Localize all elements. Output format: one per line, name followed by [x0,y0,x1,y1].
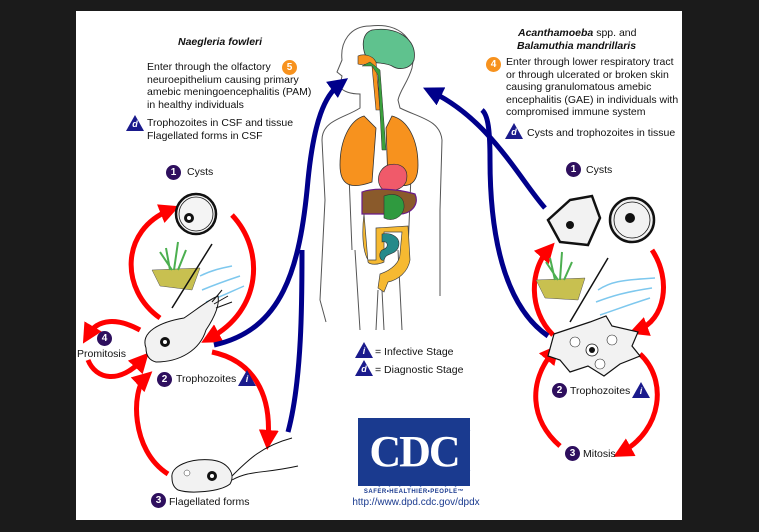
red-arrow-troph-to-cyst [128,204,180,321]
entry-step-number: 4 [486,57,501,72]
cdc-tagline: SAFER•HEALTHIER•PEOPLE™ [363,489,465,495]
acanthamoeba-title: Acanthamoeba spp. and [518,27,636,40]
red-arrow-cyst-to-troph [628,248,666,336]
soil-and-water-icon [151,241,245,309]
entry-line: Enter through the olfactory [147,61,271,73]
badge-letter: i [245,374,249,384]
naegleria-diagnostic-text: Trophozoites in CSF and tissue Flagellat… [147,117,293,142]
entry-line: in healthy individuals [147,98,244,111]
naegleria-entry-text: Enter through the olfactory neuroepithel… [147,61,311,111]
stomach-icon [383,194,405,220]
badge-letter: d [132,119,138,129]
acanthamoeba-trophozoite-icon [547,315,641,377]
naegleria-cyst-icon [174,192,218,236]
cdc-logo: CDC [358,418,470,486]
infective-stage-icon: i [238,370,256,386]
balamuthia-cyst-icon [608,196,656,244]
stage-label-trophozoites: Trophozoites [176,373,237,385]
cdc-logo-text: CDC [369,427,460,476]
red-arrow-promitosis-to-troph [85,352,149,379]
stage-label-promitosis: Promitosis [77,348,127,360]
entry-line: neuroepithelium causing primary [147,73,299,86]
diagnostic-stage-icon: d [126,115,144,131]
stage-number: 1 [166,165,181,180]
legend-diagnostic-label: = Diagnostic Stage [375,364,464,376]
badge-letter: i [362,346,366,356]
title-genus: Acanthamoeba [518,27,594,39]
acanthamoeba-diagnostic-text: Cysts and trophozoites in tissue [527,127,676,139]
badge-letter: i [639,386,643,396]
cdc-url-link[interactable]: http://www.dpd.cdc.gov/dpdx [352,497,480,508]
red-arrow-mitosis-to-troph [533,344,562,448]
stage-number: 3 [151,493,166,508]
infective-stage-icon: i [632,382,650,398]
acanthamoeba-cycle [531,194,666,457]
stage-number: 4 [97,331,112,346]
title-plain: spp. and [593,27,637,39]
naegleria-trophozoite-icon [144,289,233,363]
red-arrow-troph-to-mitosis [613,352,660,457]
red-arrow-troph-to-promitosis [82,319,142,344]
diagnostic-line: Flagellated forms in CSF [147,129,263,142]
heart-icon [378,163,408,192]
stage-label-flagellated-forms: Flagellated forms [169,496,250,508]
balamuthia-title: Balamuthia mandrillaris [517,40,637,52]
entry-line: Enter through lower respiratory tract [506,56,674,68]
entry-line: causing granulomatous amebic [506,81,652,94]
blue-arrow-troph-to-lungs [480,108,550,339]
acanthamoeba-cyst-icon [546,194,602,247]
blue-arrow-troph-to-nose [213,78,349,348]
large-intestine-icon [362,213,411,293]
naegleria-title: Naegleria fowleri [178,36,263,48]
red-arrow-troph-to-cyst [531,242,555,337]
red-arrow-flagellate-to-troph [130,371,170,477]
stage-number: 3 [565,446,580,461]
stage-label-trophozoites-right: Trophozoites [570,385,631,397]
stage-number: 2 [552,383,567,398]
acanthamoeba-entry-text: Enter through lower respiratory tract or… [506,56,678,119]
entry-line: or through ulcerated or broken skin [506,68,669,81]
entry-line: encephalitis (GAE) in individuals with [506,93,679,106]
stage-label-cysts: Cysts [187,166,214,178]
diagnostic-line: Trophozoites in CSF and tissue [147,117,294,129]
stage-label-mitosis: Mitosis [583,448,616,460]
diagnostic-stage-legend-icon: d [355,360,373,376]
entry-line: compromised immune system [506,106,646,119]
stage-number: 2 [157,372,172,387]
blue-arrow-cyst-to-lungs [422,87,547,210]
esophagus-icon [361,61,387,151]
infection-arrows [213,78,550,433]
blue-arrow-flagellate-to-nose [285,249,305,433]
diagnostic-stage-icon: d [505,123,523,139]
badge-letter: d [511,127,517,137]
brain-icon [362,28,415,69]
red-arrow-cyst-to-troph [201,213,256,343]
naegleria-cycle [82,192,299,493]
naegleria-flagellate-icon [171,437,299,493]
entry-step-number: 5 [282,60,297,75]
small-intestine-icon [379,233,400,261]
badge-letter: d [361,364,367,374]
left-lung-icon [339,115,377,186]
stage-label-cysts-right: Cysts [586,164,613,176]
human-body-figure [319,24,443,331]
red-arrow-troph-to-flagellate [211,349,279,450]
infective-stage-legend-icon: i [355,342,373,358]
entry-line: amebic meningoencephalitis (PAM) [147,86,312,99]
soil-and-water-icon-right [535,251,656,323]
legend-infective-label: = Infective Stage [375,346,454,358]
stage-number: 1 [566,162,581,177]
